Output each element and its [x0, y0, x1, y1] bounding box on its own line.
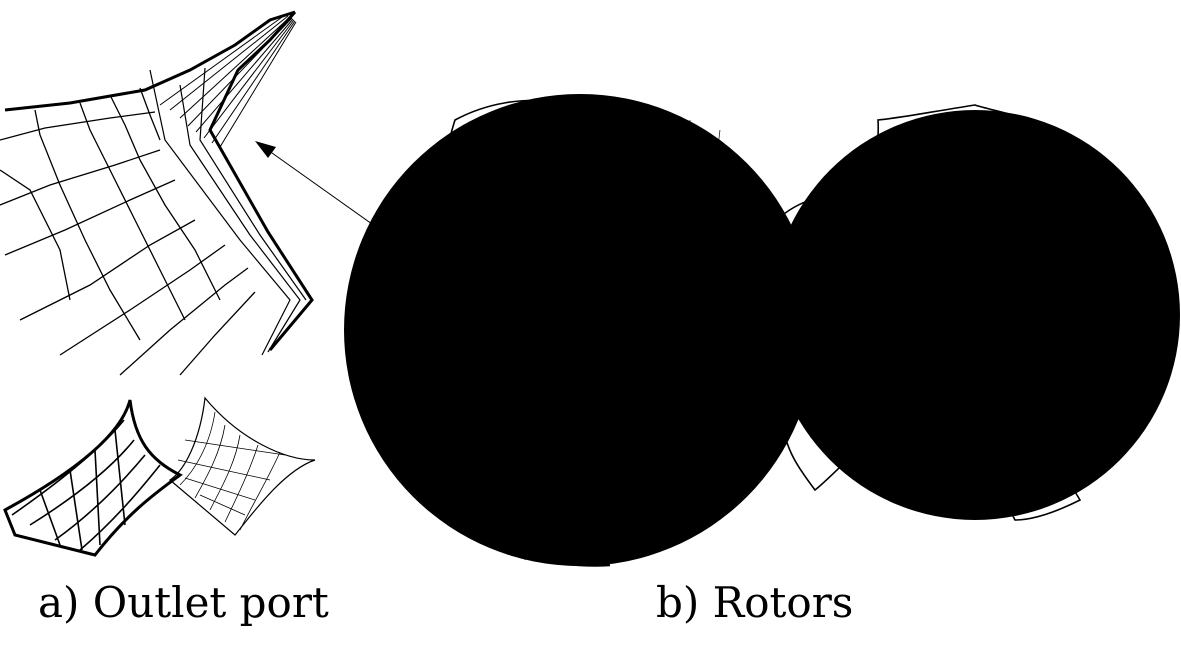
interlobe-gap-mesh [719, 243, 850, 432]
zoom-contour-3 [199, 67, 307, 301]
outlet-port-surface-light [169, 396, 316, 536]
female-rotor [759, 104, 1180, 521]
female-rotor-body [760, 104, 1176, 521]
zoom-contour-2 [179, 84, 301, 353]
male-rotor-body [432, 99, 797, 526]
zoom-contour-1 [149, 69, 291, 356]
zoom-boundary-upper [4, 10, 296, 112]
female-rotor-left-profile [759, 228, 842, 246]
male-rotor-profile-lower [459, 394, 762, 527]
outlet-port-zoom-mesh [0, 10, 314, 376]
male-rotor [344, 94, 816, 567]
caption-rotors: b) Rotors [656, 578, 854, 627]
zoom-fan-lines [159, 14, 297, 148]
rotors-panel [344, 94, 1180, 567]
arrowhead-icon [255, 141, 276, 158]
outlet-port-panel [0, 10, 316, 557]
male-rotor-bottom-arc [451, 523, 611, 567]
zoom-grid [0, 87, 256, 376]
outlet-port-surface-dark [3, 399, 183, 557]
caption-outlet-port: a) Outlet port [38, 578, 329, 627]
